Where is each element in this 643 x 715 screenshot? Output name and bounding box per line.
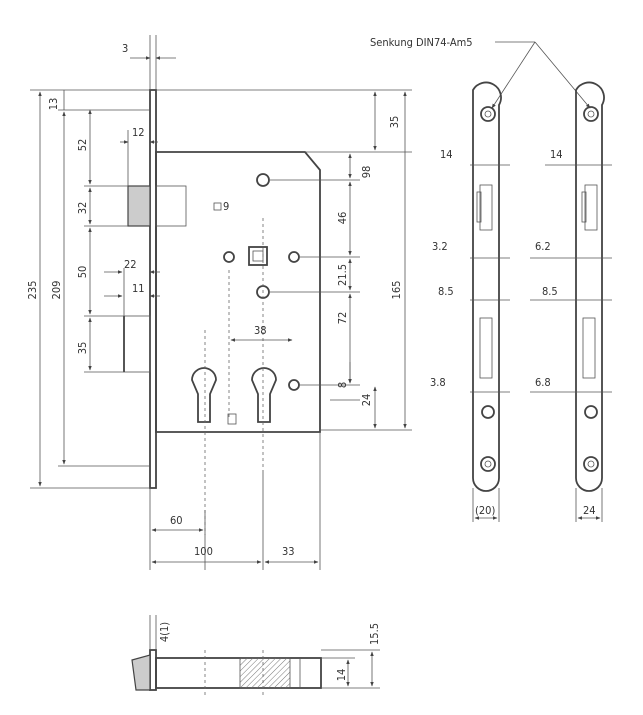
right-plate-8-5: 8.5 (542, 285, 558, 298)
right-plate-14: 14 (550, 148, 563, 161)
dim-21-5: 21.5 (336, 264, 349, 286)
dim-100: 100 (194, 545, 213, 558)
left-plate-3-8: 3.8 (430, 376, 446, 389)
callout-label: Senkung DIN74-Am5 (370, 36, 473, 49)
dim-11: 11 (132, 282, 145, 295)
dim-60: 60 (170, 514, 183, 527)
dim-square-9: 9 (223, 200, 229, 213)
dim-15-5: 15.5 (368, 623, 381, 645)
left-plate-14: 14 (440, 148, 453, 161)
dim-32: 32 (76, 202, 89, 215)
main-dimension-labels: 3 13 235 209 52 12 32 50 22 11 35 35 98 … (26, 42, 403, 558)
dim-3: 3 (122, 42, 128, 55)
dim-72: 72 (336, 312, 349, 325)
right-plate-6-2: 6.2 (535, 240, 551, 253)
lock-case (155, 151, 321, 433)
countersink-callout: Senkung DIN74-Am5 (370, 36, 591, 109)
main-dimensions (30, 35, 412, 570)
dim-8: 8 (336, 382, 349, 388)
dim-22: 22 (124, 258, 137, 271)
dim-46: 46 (336, 212, 349, 225)
dim-35-left: 35 (76, 342, 89, 355)
dim-4-1: 4(1) (158, 622, 171, 642)
dim-235: 235 (26, 281, 39, 300)
dim-33: 33 (282, 545, 295, 558)
dim-209: 209 (50, 281, 63, 300)
left-plate-3-2: 3.2 (432, 240, 448, 253)
dim-14-bottom: 14 (335, 669, 348, 682)
left-plate-width: (20) (475, 504, 495, 517)
main-lock-view (123, 89, 321, 535)
faceplate-left: 14 3.2 8.5 3.8 (20) (430, 81, 510, 522)
dim-98: 98 (360, 166, 373, 179)
latch-bolt (127, 185, 151, 227)
dim-38: 38 (254, 324, 267, 337)
dim-13: 13 (47, 98, 60, 111)
faceplate-right: 14 6.2 8.5 6.8 24 (530, 81, 612, 522)
right-plate-width: 24 (583, 504, 596, 517)
dim-50: 50 (76, 266, 89, 279)
dim-35-right: 35 (388, 116, 401, 129)
left-plate-8-5: 8.5 (438, 285, 454, 298)
dead-bolt (123, 315, 151, 373)
bottom-section-view: 4(1) 15.5 14 (131, 615, 381, 695)
dim-12: 12 (132, 126, 145, 139)
right-plate-6-8: 6.8 (535, 376, 551, 389)
dim-24-side: 24 (360, 394, 373, 407)
dim-52: 52 (76, 139, 89, 152)
dim-165: 165 (390, 281, 403, 300)
follower-square (248, 246, 268, 266)
